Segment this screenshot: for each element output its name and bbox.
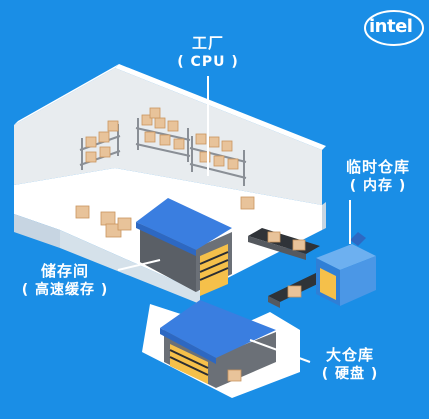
storage-room-label-subtitle: ( 高速缓存 ) bbox=[21, 282, 109, 298]
big-warehouse-label-title: 大仓库 bbox=[325, 346, 374, 364]
label-leader-lines bbox=[117, 76, 351, 363]
conveyor-belts bbox=[248, 228, 330, 308]
factory-label-title: 工厂 bbox=[191, 34, 224, 52]
temp-warehouse-label-title: 临时仓库 bbox=[345, 158, 410, 176]
floor-boxes bbox=[75, 196, 255, 238]
storage-room-label-title: 储存间 bbox=[40, 262, 89, 280]
intel-logo: intel bbox=[363, 8, 425, 48]
big-warehouse-label-subtitle: ( 硬盘 ) bbox=[321, 366, 379, 382]
factory-shelves bbox=[79, 107, 247, 186]
cache-warehouse bbox=[136, 198, 232, 296]
factory-label: 工厂 ( CPU ) bbox=[172, 34, 244, 72]
memory-building bbox=[316, 232, 376, 306]
temp-warehouse-label: 临时仓库 ( 内存 ) bbox=[330, 158, 426, 196]
intel-logo-text: intel bbox=[369, 16, 413, 37]
big-warehouse-label: 大仓库 ( 硬盘 ) bbox=[312, 346, 388, 384]
temp-warehouse-label-subtitle: ( 内存 ) bbox=[349, 178, 407, 194]
storage-room-label: 储存间 ( 高速缓存 ) bbox=[10, 262, 120, 300]
factory-label-subtitle: ( CPU ) bbox=[177, 54, 239, 70]
intel-logo-swoosh bbox=[364, 10, 424, 46]
disk-warehouse bbox=[142, 300, 300, 398]
